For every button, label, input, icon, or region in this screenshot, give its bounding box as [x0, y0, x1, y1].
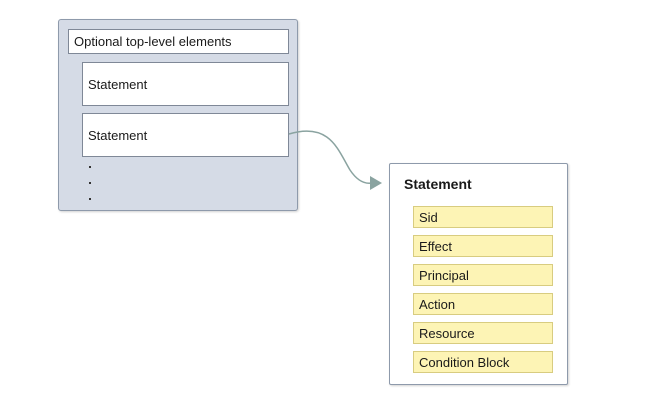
statement-box-2: Statement: [82, 113, 289, 157]
field-label: Action: [419, 296, 456, 312]
ellipsis-dot: [89, 166, 91, 168]
field-label: Resource: [419, 325, 475, 341]
statement-detail-title: Statement: [404, 176, 472, 192]
arrowhead-icon: [370, 176, 382, 190]
field-label: Sid: [419, 209, 438, 225]
statement-label-1: Statement: [88, 76, 148, 92]
field-label: Condition Block: [419, 354, 510, 370]
statement-detail-box: Statement Sid Effect Principal Action Re…: [389, 163, 568, 385]
ellipsis-dot: [89, 182, 91, 184]
field-condition-block: Condition Block: [413, 351, 553, 373]
statement-label-2: Statement: [88, 127, 148, 143]
field-action: Action: [413, 293, 553, 315]
field-effect: Effect: [413, 235, 553, 257]
field-principal: Principal: [413, 264, 553, 286]
top-level-label: Optional top-level elements: [74, 34, 232, 49]
field-label: Principal: [419, 267, 469, 283]
field-label: Effect: [419, 238, 453, 254]
ellipsis-dot: [89, 198, 91, 200]
field-resource: Resource: [413, 322, 553, 344]
field-sid: Sid: [413, 206, 553, 228]
optional-top-level-elements-box: Optional top-level elements: [68, 29, 289, 54]
statement-box-1: Statement: [82, 62, 289, 106]
policy-document-container: Optional top-level elements Statement St…: [58, 19, 298, 211]
connector-curve: [288, 130, 373, 184]
